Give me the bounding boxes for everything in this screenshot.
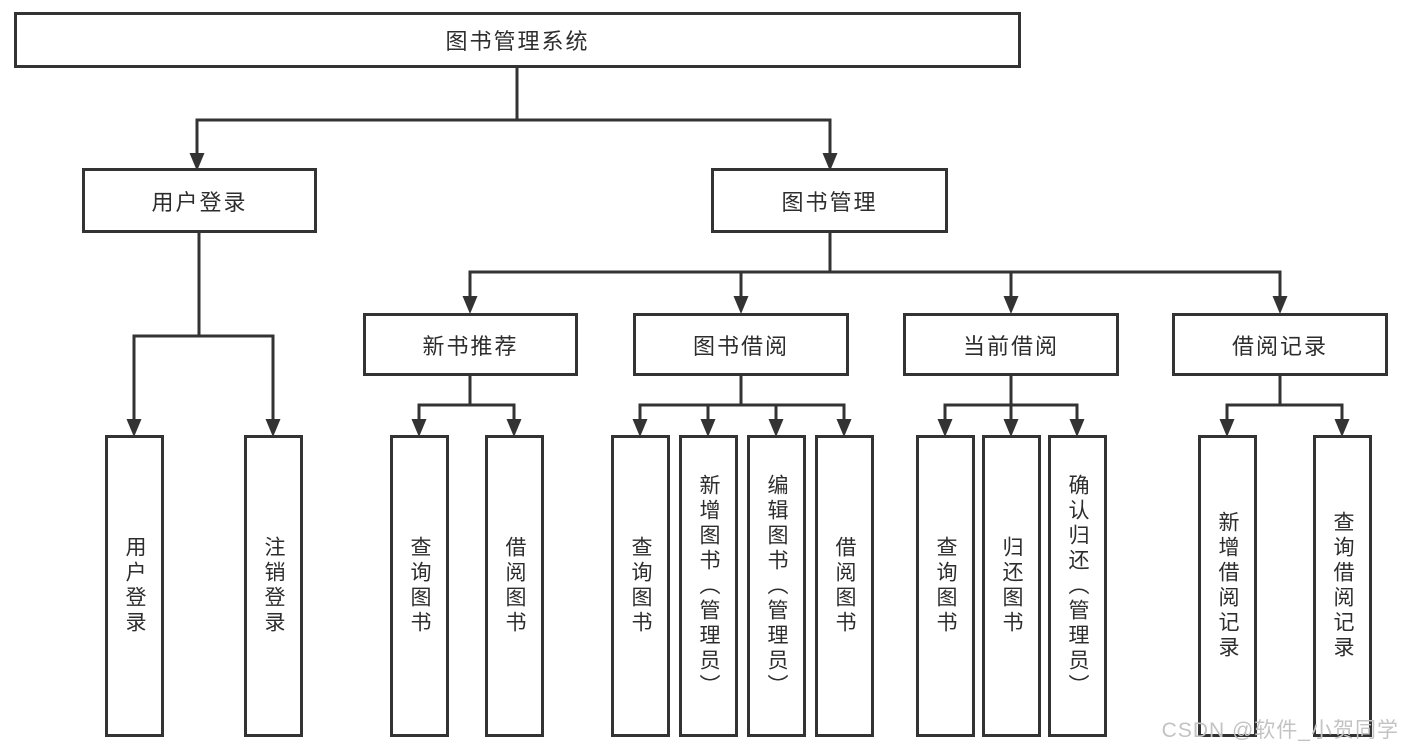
node-query-borrow-record-label: 查询借阅记录 — [1331, 511, 1354, 661]
node-logout-action-label: 注销登录 — [262, 536, 285, 636]
node-borrow-books-action-label: 借阅图书 — [833, 536, 856, 636]
node-confirm-return-admin-label: 确认归还（管理员） — [1066, 473, 1089, 699]
connector-current-borrow-to-leaves — [937, 376, 1085, 437]
node-user-login-action: 用户登录 — [105, 435, 164, 737]
connector-user-login-to-leaves — [126, 233, 281, 437]
node-add-books-admin-label: 新增图书（管理员） — [697, 473, 720, 699]
node-borrow-books-action: 借阅图书 — [815, 435, 874, 737]
node-current-borrow-label: 当前借阅 — [962, 333, 1059, 359]
node-return-books: 归还图书 — [982, 435, 1041, 737]
node-user-login-label: 用户登录 — [151, 189, 248, 215]
node-add-borrow-record-label: 新增借阅记录 — [1216, 511, 1239, 661]
node-add-books-admin: 新增图书（管理员） — [679, 435, 738, 737]
node-borrow-books-recommend: 借阅图书 — [485, 435, 544, 737]
node-borrow-books-recommend-label: 借阅图书 — [503, 536, 526, 636]
node-book-management-label: 图书管理 — [781, 189, 878, 215]
node-current-borrow: 当前借阅 — [903, 313, 1119, 376]
node-query-books-recommend-label: 查询图书 — [408, 536, 431, 636]
node-query-borrow-record: 查询借阅记录 — [1313, 435, 1372, 737]
node-query-books-current: 查询图书 — [916, 435, 975, 737]
node-borrow-records-label: 借阅记录 — [1231, 333, 1328, 359]
node-new-book-recommend: 新书推荐 — [363, 313, 578, 376]
node-query-books-borrow-label: 查询图书 — [629, 536, 652, 636]
node-user-login: 用户登录 — [82, 168, 317, 233]
node-query-books-recommend: 查询图书 — [390, 435, 449, 737]
node-library-system: 图书管理系统 — [14, 12, 1021, 68]
node-book-management: 图书管理 — [711, 168, 948, 233]
node-library-system-label: 图书管理系统 — [445, 29, 590, 54]
node-query-books-current-label: 查询图书 — [934, 536, 957, 636]
node-new-book-recommend-label: 新书推荐 — [422, 333, 519, 359]
node-book-borrow: 图书借阅 — [633, 313, 849, 376]
node-add-borrow-record: 新增借阅记录 — [1198, 435, 1257, 737]
connector-root-to-level2 — [189, 68, 838, 171]
node-borrow-records: 借阅记录 — [1172, 313, 1388, 376]
node-book-borrow-label: 图书借阅 — [692, 333, 789, 359]
connector-book-management-to-level3 — [462, 233, 1288, 314]
node-return-books-label: 归还图书 — [1000, 536, 1023, 636]
connector-borrow-records-to-leaves — [1219, 376, 1350, 437]
node-edit-books-admin: 编辑图书（管理员） — [747, 435, 806, 737]
node-query-books-borrow: 查询图书 — [611, 435, 670, 737]
csdn-watermark: CSDN @软件_小贺同学 — [1161, 719, 1399, 742]
connector-book-borrow-to-leaves — [632, 376, 852, 437]
node-user-login-action-label: 用户登录 — [123, 536, 146, 636]
node-edit-books-admin-label: 编辑图书（管理员） — [765, 473, 788, 699]
node-confirm-return-admin: 确认归还（管理员） — [1048, 435, 1107, 737]
node-logout-action: 注销登录 — [244, 435, 303, 737]
connector-new-book-recommend-to-leaves — [411, 376, 522, 437]
